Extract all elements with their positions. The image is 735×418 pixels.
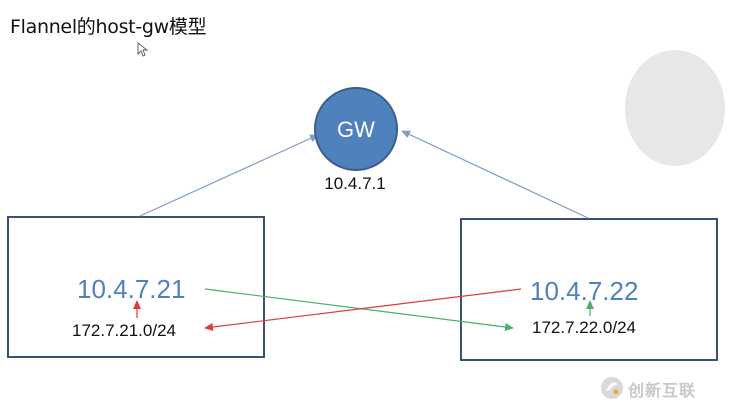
subnet-right: 172.7.22.0/24: [532, 318, 636, 337]
watermark: 创新互联: [628, 372, 696, 406]
host-box-left: [7, 216, 265, 358]
route-arrow-red: [204, 288, 522, 331]
watermark-text: 创新互联: [628, 381, 697, 400]
subnet-left: 172.7.21.0/24: [72, 321, 176, 340]
uplink-arrow-left: [139, 134, 319, 217]
brand-logo-icon: [601, 377, 623, 399]
host-ip-right: 10.4.7.22: [530, 276, 639, 306]
gateway-node: [314, 87, 398, 171]
slide-title: Flannel的host-gw模型: [10, 16, 207, 38]
host-box-right: [460, 218, 718, 361]
mouse-pointer-icon: [137, 42, 149, 57]
gateway-label: GW: [337, 117, 375, 142]
gateway-ip: 10.4.7.1: [324, 174, 386, 193]
uplink-arrow-right: [401, 130, 589, 219]
host-ip-left: 10.4.7.21: [77, 274, 186, 304]
decorative-circle: [625, 50, 725, 166]
